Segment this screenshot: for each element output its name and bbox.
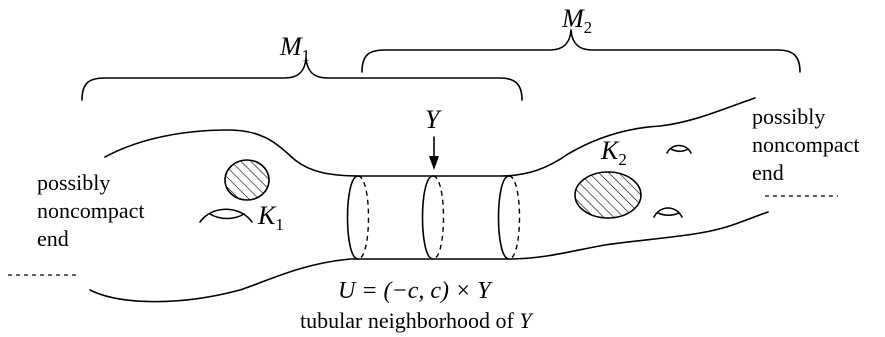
brace-m2 [361,29,801,73]
collar-middle-back [432,175,445,260]
handle-right-upper [666,144,692,154]
collar-middle-front [421,175,434,260]
k1-label: K1 [257,201,284,234]
m1-label: M1 [279,32,310,65]
k1-region [224,159,270,201]
collar-left-back [357,175,370,260]
y-label: Y [425,105,442,134]
brace-m1 [81,57,523,101]
k2-region [574,171,642,219]
u-equation: U = (−c, c) × Y [338,278,493,304]
manifold-lower-boundary [89,211,769,303]
collar-left-front [346,175,359,260]
k2-label: K2 [600,136,627,169]
collar-right-front [497,175,510,260]
tubular-caption: tubular neighborhood of Y [300,308,534,333]
y-arrow-head [429,156,439,170]
handle-left [199,208,253,223]
m2-label: M2 [561,4,592,37]
handle-right-lower [653,207,683,218]
left-end-label: possibly noncompact end [37,170,150,251]
collar-right-back [508,175,521,260]
right-end-label: possibly noncompact end [752,104,865,185]
